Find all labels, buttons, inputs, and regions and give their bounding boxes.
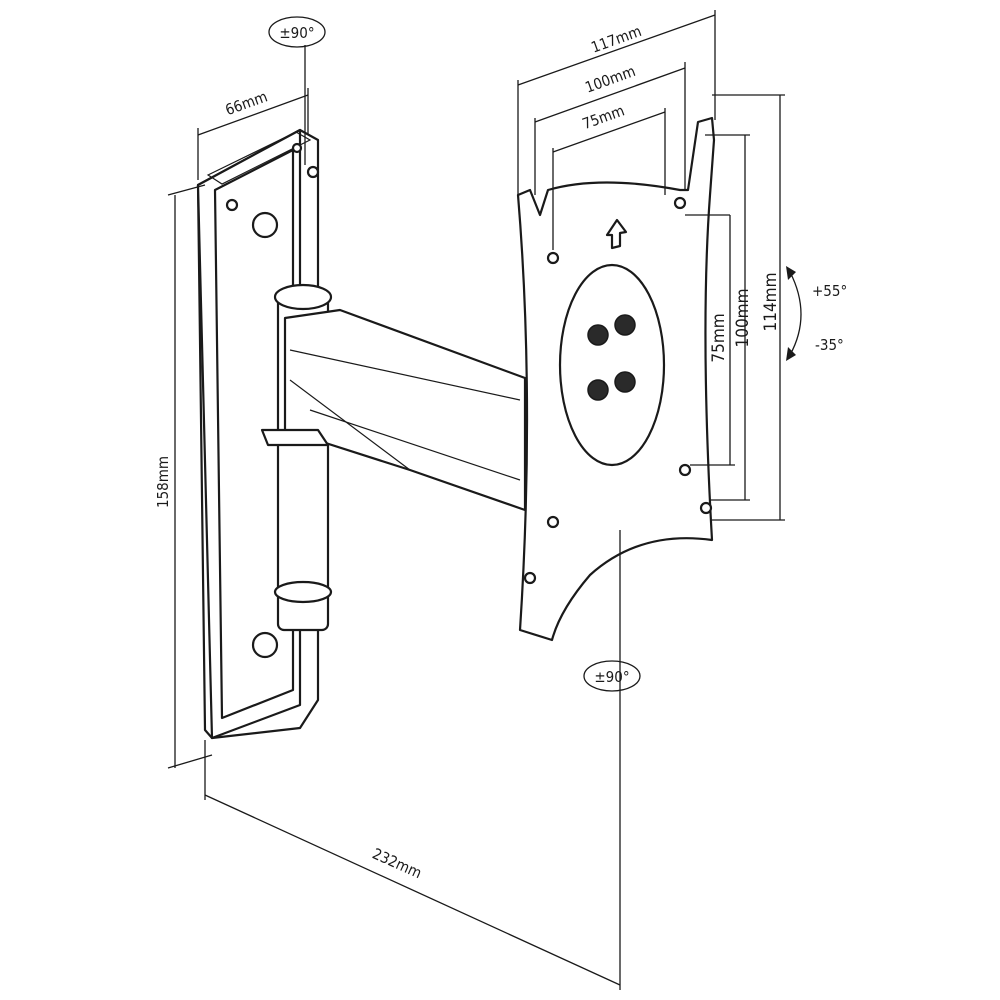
vesa-plate [516,116,716,642]
tilt-down-label: -35° [815,336,844,354]
tilt-up-label: +55° [812,282,847,300]
wall-plate-width-label: 66mm [223,87,270,119]
plate-height-114-label: 114mm [761,273,781,332]
up-arrow-icon [605,218,628,250]
swing-arm [260,283,527,632]
vesa-height-100-label: 100mm [733,289,753,348]
rotation-bottom-label: ±90° [594,668,629,686]
vesa-holes [523,196,713,585]
wall-plate [196,128,320,740]
dimension-lines [167,10,802,990]
vesa-width-117-label: 117mm [589,22,644,57]
vesa-height-75-label: 75mm [709,313,729,362]
rotation-top-label: ±90° [279,24,314,42]
rotation-badge-top [268,16,326,48]
rotation-badge-bottom [583,660,641,692]
arm-extension-label: 232mm [370,845,425,883]
wall-plate-height-label: 158mm [154,456,172,508]
tilt-arrow-icon [789,271,802,356]
vesa-width-100-label: 100mm [583,62,638,97]
